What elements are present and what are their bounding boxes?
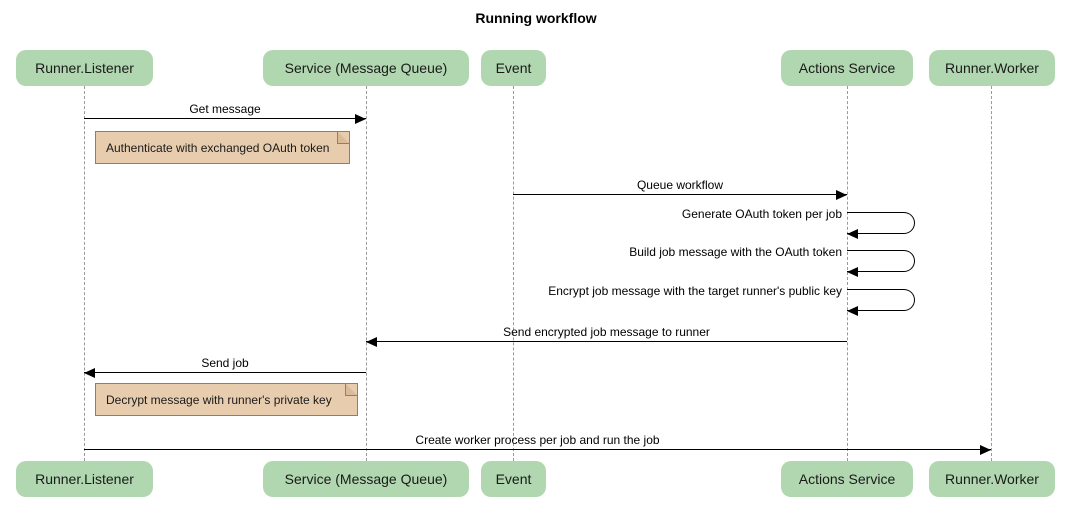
note-folded-corner-icon <box>337 131 350 144</box>
participant-label: Event <box>495 471 532 487</box>
self-message-loop-encrypt-job-message <box>847 289 915 311</box>
participant-actions-service-bottom[interactable]: Actions Service <box>781 461 913 497</box>
note-authenticate-note: Authenticate with exchanged OAuth token <box>95 131 350 164</box>
arrowhead-create-worker-process <box>980 444 991 455</box>
arrowhead-generate-oauth-token <box>847 229 858 239</box>
lifeline-runner-listener <box>84 86 85 461</box>
participant-runner-worker-bottom[interactable]: Runner.Worker <box>929 461 1055 497</box>
participant-label: Runner.Listener <box>35 60 134 76</box>
arrowhead-send-job <box>84 367 95 378</box>
message-label-get-message: Get message <box>189 102 261 116</box>
arrowhead-queue-workflow <box>836 189 847 200</box>
participant-actions-service-top[interactable]: Actions Service <box>781 50 913 86</box>
self-message-label-encrypt-job-message: Encrypt job message with the target runn… <box>548 284 842 298</box>
message-label-send-job: Send job <box>201 356 249 370</box>
message-label-send-encrypted-job-message: Send encrypted job message to runner <box>503 325 710 339</box>
participant-label: Service (Message Queue) <box>284 60 448 76</box>
participant-label: Runner.Worker <box>945 471 1039 487</box>
message-line-send-job <box>84 372 366 373</box>
arrowhead-build-job-message <box>847 267 858 277</box>
arrowhead-send-encrypted-job-message <box>366 336 377 347</box>
lifeline-runner-worker <box>991 86 992 461</box>
participant-label: Service (Message Queue) <box>284 471 448 487</box>
participant-label: Actions Service <box>798 471 896 487</box>
arrowhead-get-message <box>355 113 366 124</box>
participant-service-queue-top[interactable]: Service (Message Queue) <box>263 50 469 86</box>
participant-label: Event <box>495 60 532 76</box>
participant-runner-listener-top[interactable]: Runner.Listener <box>16 50 153 86</box>
message-label-create-worker-process: Create worker process per job and run th… <box>415 433 660 447</box>
message-line-send-encrypted-job-message <box>366 341 847 342</box>
lifeline-event <box>513 86 514 461</box>
note-decrypt-note: Decrypt message with runner's private ke… <box>95 383 358 416</box>
note-text: Decrypt message with runner's private ke… <box>106 392 332 407</box>
diagram-title: Running workflow <box>475 10 597 26</box>
participant-service-queue-bottom[interactable]: Service (Message Queue) <box>263 461 469 497</box>
note-text: Authenticate with exchanged OAuth token <box>106 140 330 155</box>
participant-event-bottom[interactable]: Event <box>481 461 546 497</box>
participant-runner-worker-top[interactable]: Runner.Worker <box>929 50 1055 86</box>
message-line-queue-workflow <box>513 194 847 195</box>
note-folded-corner-icon <box>345 383 358 396</box>
self-message-label-build-job-message: Build job message with the OAuth token <box>629 245 842 259</box>
participant-label: Actions Service <box>798 60 896 76</box>
self-message-loop-build-job-message <box>847 250 915 272</box>
participant-label: Runner.Worker <box>945 60 1039 76</box>
lifeline-service-queue <box>366 86 367 461</box>
self-message-label-generate-oauth-token: Generate OAuth token per job <box>681 207 842 221</box>
arrowhead-encrypt-job-message <box>847 306 858 316</box>
message-line-create-worker-process <box>84 449 991 450</box>
participant-label: Runner.Listener <box>35 471 134 487</box>
participant-event-top[interactable]: Event <box>481 50 546 86</box>
message-label-queue-workflow: Queue workflow <box>636 178 724 192</box>
message-line-get-message <box>84 118 366 119</box>
participant-runner-listener-bottom[interactable]: Runner.Listener <box>16 461 153 497</box>
self-message-loop-generate-oauth-token <box>847 212 915 234</box>
